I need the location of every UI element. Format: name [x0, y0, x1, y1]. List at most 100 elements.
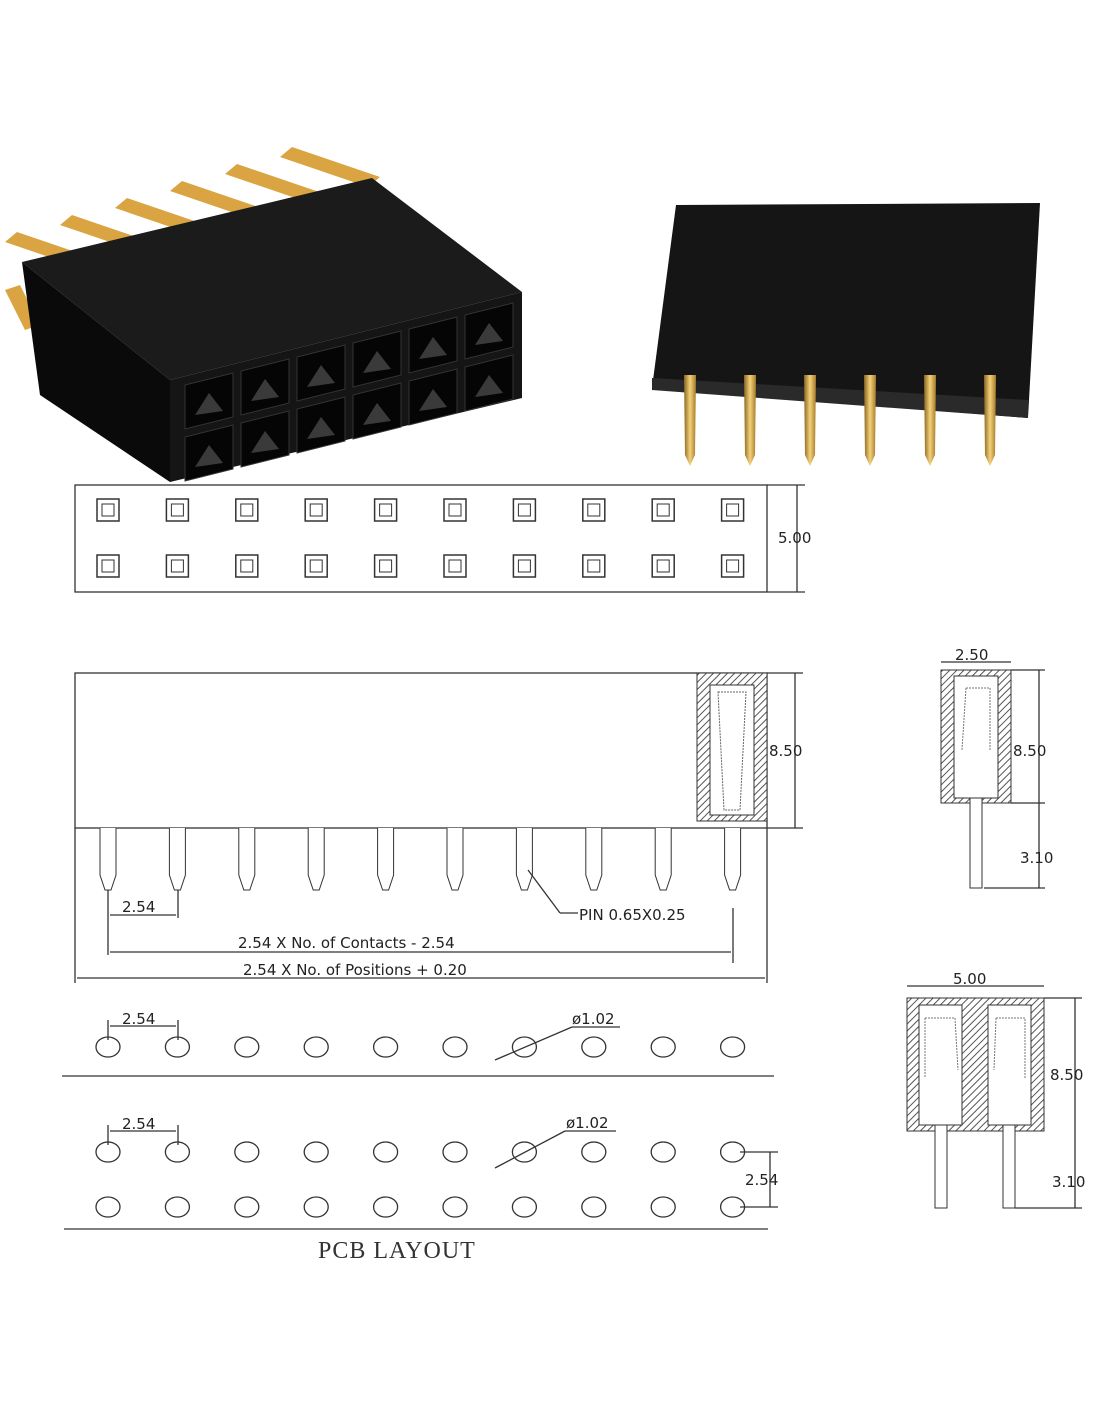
- top-view-socket-inner: [379, 559, 393, 573]
- socket-contact: [307, 365, 335, 387]
- double-row-section: 5.00 8.50 3.10: [906, 970, 1085, 1209]
- pcb-hole: [581, 1196, 607, 1218]
- row-pitch-label: 2.54: [745, 1171, 778, 1189]
- top-view-socket: [165, 554, 190, 578]
- pcb-hole: [511, 1141, 538, 1163]
- socket-contact: [363, 351, 391, 373]
- side-view-pin: [99, 828, 117, 891]
- pcb2-hole-label: ø1.02: [566, 1114, 609, 1132]
- top-view-socket: [304, 554, 328, 578]
- pcb-hole: [234, 1036, 260, 1058]
- gold-pin: [280, 147, 380, 187]
- pitch-label: 2.54: [122, 898, 155, 916]
- pcb-hole: [650, 1036, 676, 1058]
- gold-pin: [225, 164, 325, 204]
- socket-contact: [251, 379, 279, 401]
- pcb-hole: [372, 1141, 399, 1163]
- pcb-hole: [95, 1196, 121, 1218]
- single-width-label: 2.50: [955, 646, 988, 664]
- top-view-socket: [96, 498, 120, 522]
- side-view-pin: [307, 828, 325, 891]
- top-view: 5.00: [74, 484, 811, 593]
- side-view-pin: [515, 828, 533, 891]
- pcb-layout-single-row: 2.54 ø1.02: [62, 1010, 774, 1077]
- socket-contact: [251, 431, 279, 453]
- top-view-socket: [512, 498, 537, 522]
- header-side-face: [22, 262, 170, 482]
- top-view-socket: [512, 554, 537, 578]
- top-view-socket-inner: [656, 503, 670, 517]
- double-width-label: 5.00: [953, 970, 986, 988]
- socket-contact: [195, 393, 223, 415]
- side-view-pin: [168, 828, 186, 891]
- top-view-socket-inner: [587, 503, 601, 517]
- top-view-socket-inner: [101, 559, 115, 573]
- top-view-socket-inner: [517, 503, 531, 517]
- pcb2-pitch-label: 2.54: [122, 1115, 155, 1133]
- gold-pin: [864, 375, 876, 466]
- top-view-socket-inner: [656, 559, 670, 573]
- top-view-socket-inner: [448, 559, 462, 573]
- pcb-hole: [581, 1036, 607, 1058]
- top-view-socket-inner: [726, 559, 740, 573]
- top-view-socket: [443, 554, 467, 578]
- top-view-socket-inner: [726, 503, 740, 517]
- top-view-socket: [235, 498, 259, 522]
- pcb-hole: [372, 1196, 399, 1218]
- top-view-socket: [582, 554, 606, 578]
- top-view-socket: [651, 554, 675, 578]
- single-pin-label: 3.10: [1020, 849, 1053, 867]
- side-view-pin: [446, 828, 464, 891]
- side-view-pin: [377, 828, 395, 891]
- top-view-socket: [651, 498, 675, 522]
- pcb-hole: [442, 1141, 468, 1163]
- top-view-socket: [720, 554, 745, 578]
- double-height-label: 8.50: [1050, 1066, 1083, 1084]
- gold-pin: [984, 375, 996, 466]
- socket-contact: [195, 445, 223, 467]
- single-height-label: 8.50: [1013, 742, 1046, 760]
- side-height-label: 8.50: [769, 742, 802, 760]
- top-view-socket-inner: [101, 503, 115, 517]
- socket-contact: [419, 337, 447, 359]
- header-photo-front: [652, 203, 1040, 466]
- pcb-hole: [581, 1141, 607, 1163]
- top-view-socket-inner: [170, 503, 184, 517]
- top-view-socket-inner: [309, 559, 323, 573]
- socket-contact: [307, 417, 335, 439]
- top-view-socket: [304, 498, 328, 522]
- pcb-hole: [234, 1141, 260, 1163]
- gold-pin: [804, 375, 816, 466]
- pcb1-hole-label: ø1.02: [572, 1010, 615, 1028]
- contacts-formula-label: 2.54 X No. of Contacts - 2.54: [238, 934, 455, 952]
- pcb-hole: [303, 1141, 329, 1163]
- socket-contact: [475, 375, 503, 397]
- top-view-socket: [720, 498, 745, 522]
- top-view-socket: [96, 554, 120, 578]
- pcb-hole: [650, 1196, 676, 1218]
- top-view-socket: [235, 554, 259, 578]
- gold-pin: [744, 375, 756, 466]
- side-view-pin: [724, 828, 742, 891]
- top-view-socket-inner: [517, 559, 531, 573]
- pcb-hole: [303, 1036, 329, 1058]
- pcb-layout-double-row: 2.54 ø1.02 2.54 PCB LAYOUT: [64, 1114, 778, 1264]
- header-photo-angled: [5, 147, 522, 482]
- top-view-socket-inner: [379, 503, 393, 517]
- side-view: 8.50 2.54 PIN 0.65X0.25 2.54 X No. of Co…: [74, 672, 803, 983]
- gold-pin: [684, 375, 696, 466]
- pcb1-pitch-label: 2.54: [122, 1010, 155, 1028]
- positions-formula-label: 2.54 X No. of Positions + 0.20: [243, 961, 467, 979]
- pcb-hole: [234, 1196, 260, 1218]
- top-view-socket: [373, 554, 398, 578]
- top-view-socket: [165, 498, 190, 522]
- top-view-socket-inner: [170, 559, 184, 573]
- top-view-socket-inner: [448, 503, 462, 517]
- side-view-pin: [654, 828, 672, 891]
- pcb-hole: [442, 1036, 468, 1058]
- pcb-hole: [650, 1141, 676, 1163]
- socket-contact: [419, 389, 447, 411]
- pin-spec-label: PIN 0.65X0.25: [579, 906, 686, 924]
